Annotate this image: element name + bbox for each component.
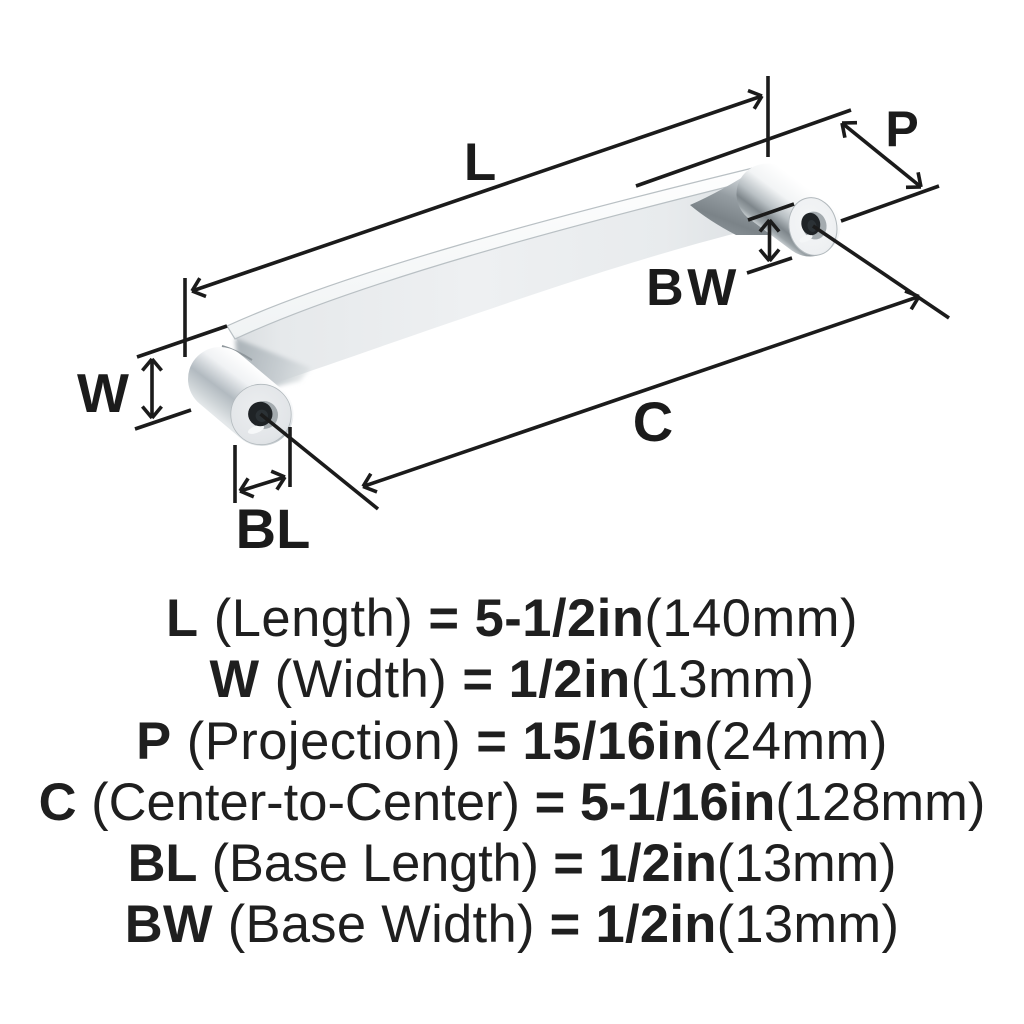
svg-text:C: C [633, 390, 673, 453]
svg-text:P: P [885, 101, 918, 157]
svg-text:W: W [77, 362, 129, 424]
svg-text:BL: BL [236, 497, 311, 560]
svg-text:BW: BW [646, 259, 740, 317]
svg-text:L: L [464, 133, 496, 192]
